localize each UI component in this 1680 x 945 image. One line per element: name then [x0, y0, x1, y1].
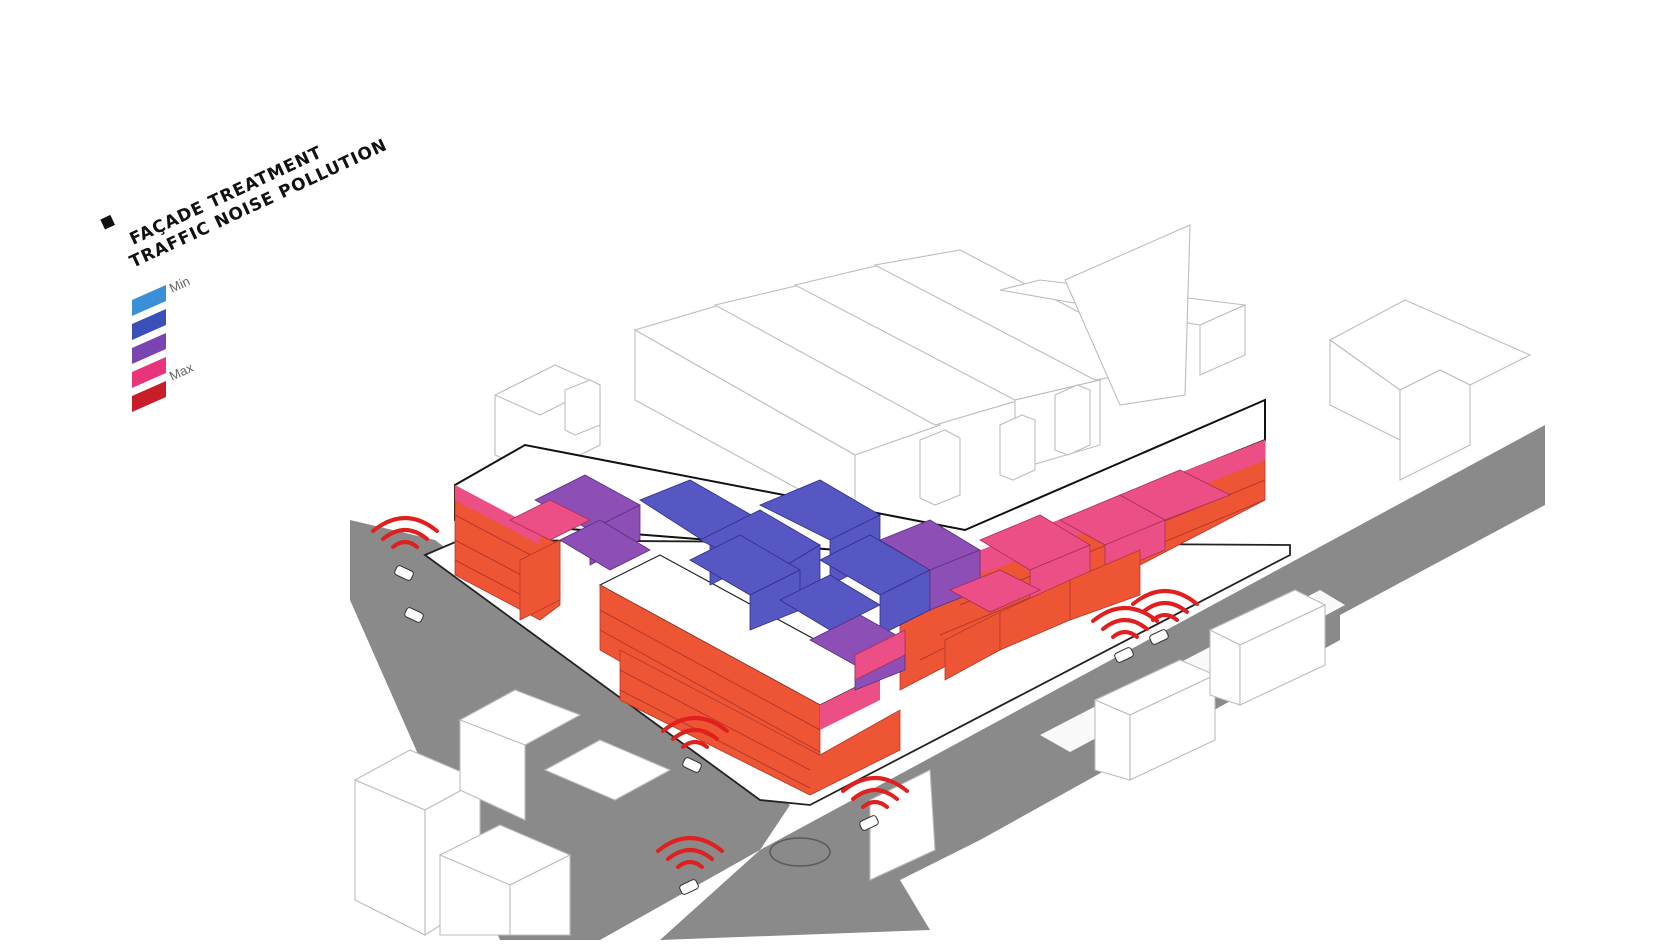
noise-wave-icon — [656, 836, 724, 869]
road-front-street — [660, 850, 930, 940]
legend-bullet-icon — [100, 214, 115, 230]
context-chimney-1 — [919, 429, 961, 506]
legend-swatch-3 — [132, 333, 166, 364]
roundabout — [769, 837, 831, 867]
car-icon — [679, 879, 699, 895]
context-chimney-2 — [999, 414, 1036, 481]
legend-max-label: Max — [167, 360, 196, 384]
context-block-6 — [1199, 304, 1246, 376]
facade-central-slab-side — [820, 675, 880, 730]
facade-left-wing-top — [455, 485, 540, 545]
context-corner-block — [869, 769, 936, 881]
car-icon — [859, 815, 879, 831]
legend-swatch-2 — [132, 309, 166, 340]
legend-swatch-4 — [132, 357, 166, 388]
main-building — [454, 398, 1266, 796]
facade-central-slab-lower — [619, 649, 901, 796]
noise-wave-icon — [1091, 606, 1159, 639]
car-icon — [394, 565, 414, 581]
context-chimney-3 — [1054, 384, 1091, 456]
context-front-box-4 — [543, 739, 672, 801]
legend: FAÇADE TREATMENT TRAFFIC NOISE POLLUTION… — [100, 135, 391, 412]
car-icon — [404, 607, 424, 623]
car-icon — [1149, 629, 1169, 645]
context-front-box-2-side — [509, 854, 571, 936]
context-avenue-box-1-side — [1129, 674, 1216, 781]
legend-title-line2: TRAFFIC NOISE POLLUTION — [127, 135, 391, 272]
car-icon — [1114, 647, 1134, 663]
noise-wave-icon — [841, 776, 909, 809]
courtyard-terraces-high — [509, 469, 1231, 681]
car-icon — [682, 757, 702, 773]
courtyard-terraces-max — [519, 539, 1141, 681]
context-right-block-side — [1399, 369, 1471, 481]
courtyard-terraces-mid — [534, 474, 981, 691]
legend-min-label: Min — [167, 273, 192, 295]
facade-central-floorlines — [599, 609, 821, 789]
road-right-avenue — [760, 425, 1545, 905]
noise-wave-icon — [1131, 589, 1199, 622]
context-tall-spire — [1064, 224, 1191, 406]
cars — [394, 565, 1169, 895]
context-buildings — [353, 224, 1532, 937]
context-front-box-3-front — [459, 719, 526, 821]
legend-swatch-5 — [132, 381, 166, 412]
legend-color-scale — [132, 285, 166, 412]
context-avenue-box-2-side — [1239, 604, 1326, 706]
noise-wave-icon — [371, 516, 439, 549]
legend-swatch-1 — [132, 285, 166, 316]
noise-waves — [371, 516, 1199, 869]
noise-wave-icon — [661, 716, 729, 749]
context-left-tower — [564, 379, 601, 436]
courtyard-terraces-low — [639, 479, 931, 636]
